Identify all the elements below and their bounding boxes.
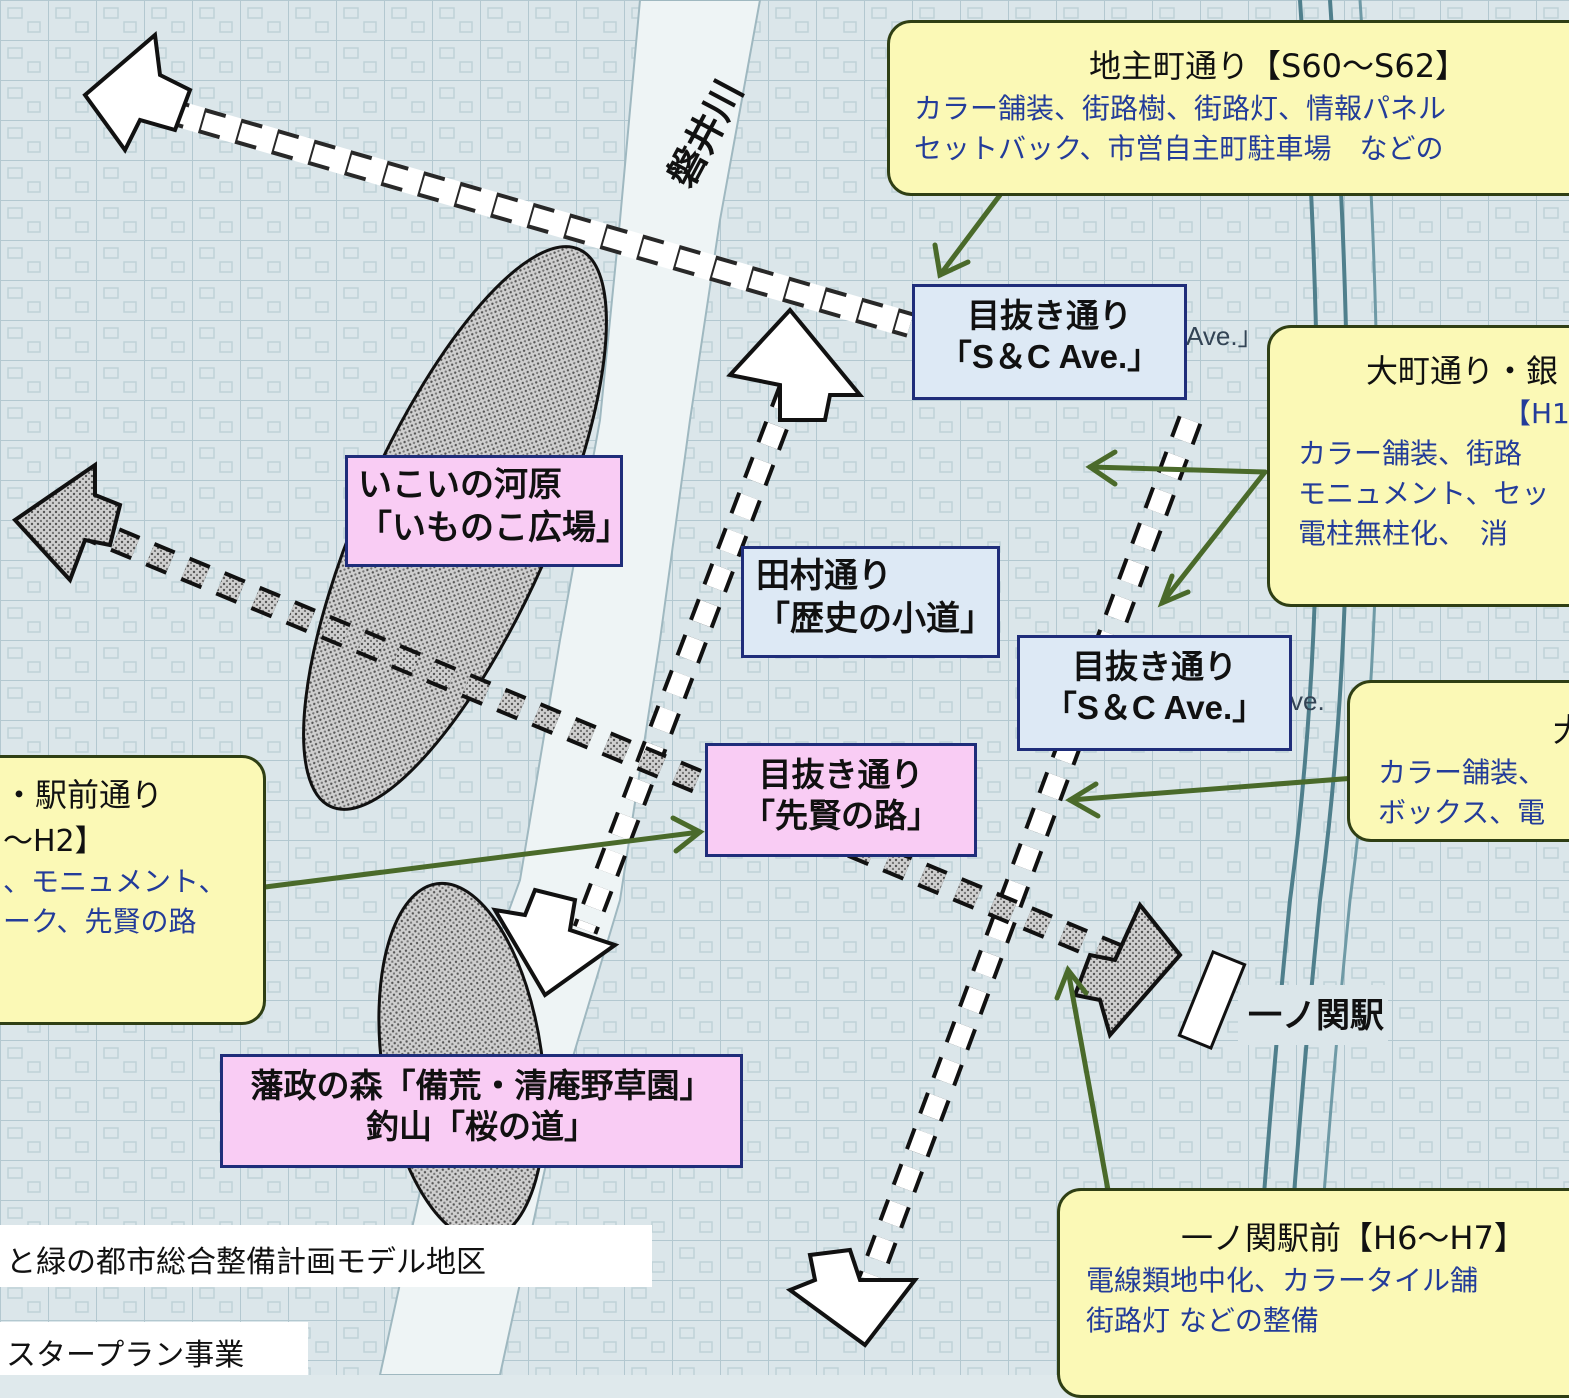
arrow-west (11, 461, 123, 584)
meneki-ave-south-box: 目抜き通り 「S＆C Ave.」 (1017, 635, 1292, 751)
callout-line: 【H1 (1503, 397, 1569, 430)
legend-star-plan: スタープラン事業 (0, 1322, 308, 1375)
callout-arrows (262, 192, 1358, 1193)
route-tamura (572, 385, 803, 935)
callout-line: 電柱無柱化、 消 (1298, 517, 1509, 550)
box-line1: いこいの河原 (358, 465, 562, 505)
meneki-ave-north-box: 目抜き通り 「S＆C Ave.」 (912, 284, 1187, 400)
box-line2: 「S＆C Ave.」 (1043, 689, 1266, 727)
arrow-northwest (82, 31, 193, 154)
box-line1: 目抜き通り (1072, 648, 1237, 685)
route-jinushi (161, 97, 914, 338)
arrow-south (785, 1247, 920, 1348)
arrow-east (1072, 901, 1183, 1040)
paper-ave-label-2: ve. (1290, 686, 1325, 716)
box-line2: 「歴史の小道」 (756, 599, 994, 638)
callout-line: ーク、先賢の路 (3, 905, 197, 938)
callout-line: モニュメント、セッ (1298, 477, 1550, 510)
callout-ekimae: ・駅前通り 〜H2】 、モニュメント、 ーク、先賢の路 (0, 755, 266, 1025)
box-line1: 目抜き通り (758, 755, 924, 794)
callout-title: 大町通り・銀 (1366, 352, 1559, 390)
box-line2: 釣山「桜の道」 (366, 1107, 597, 1147)
arrow-southwest (491, 887, 620, 998)
box-line2: 「S＆C Ave.」 (938, 338, 1161, 376)
box-line1: 田村通り (756, 557, 892, 595)
ikoi-riverbank-box: いこいの河原 「いものこ広場」 (345, 455, 630, 567)
box-line1: 目抜き通り (967, 297, 1132, 334)
legend-model-district: と緑の都市総合整備計画モデル地区 (0, 1225, 652, 1287)
paper-ave-label-1: Ave.」 (1186, 321, 1264, 351)
station-marker (1177, 949, 1247, 1051)
route-meneki-east (857, 415, 1203, 1285)
callout-omachi: 大町通り・銀 【H1 カラー舗装、街路 モニュメント、セッ 電柱無柱化、 消 (1267, 325, 1569, 607)
callout-line: カラー舗装、街路 (1298, 437, 1523, 470)
senken-street-box: 目抜き通り 「先賢の路」 (705, 743, 977, 857)
callout-title: 地主町通り【S60〜S62】 (1089, 47, 1468, 85)
station-label-bg (1238, 985, 1388, 1045)
hansei-forest-box: 藩政の森「備荒・清庵野草園」 釣山「桜の道」 (220, 1054, 743, 1168)
callout-line: セットバック、市営自主町駐車場 などの (914, 132, 1444, 165)
callout-line: 街路灯 などの整備 (1086, 1304, 1319, 1337)
arrow-north (726, 306, 865, 422)
callout-jinushi: 地主町通り【S60〜S62】 カラー舗装、街路樹、街路灯、情報パネル セットバッ… (887, 20, 1569, 196)
callout-line: カラー舗装、 (1378, 756, 1547, 789)
callout-station: 一ノ関駅前【H6〜H7】 電線類地中化、カラータイル舗 街路灯 などの整備 (1057, 1188, 1569, 1398)
callout-title: 一ノ関駅前【H6〜H7】 (1181, 1219, 1526, 1257)
callout-title: ・駅前通り (3, 776, 164, 814)
box-line1: 藩政の森「備荒・清庵野草園」 (250, 1066, 713, 1105)
callout-line: 電線類地中化、カラータイル舗 (1086, 1264, 1479, 1297)
callout-line: ボックス、電 (1378, 796, 1546, 829)
callout-line: 、モニュメント、 (3, 865, 227, 898)
callout-title: 大 (1378, 705, 1569, 751)
box-line2: 「いものこ広場」 (358, 507, 630, 548)
box-line2: 「先賢の路」 (742, 796, 940, 836)
callout-ohe: 大 カラー舗装、 ボックス、電 (1347, 680, 1569, 842)
tamura-street-box: 田村通り 「歴史の小道」 (741, 546, 1000, 658)
callout-line: カラー舗装、街路樹、街路灯、情報パネル (914, 92, 1447, 125)
callout-line: 〜H2】 (3, 824, 105, 859)
station-label: 一ノ関駅 (1248, 996, 1384, 1036)
route-senken (75, 512, 1145, 978)
